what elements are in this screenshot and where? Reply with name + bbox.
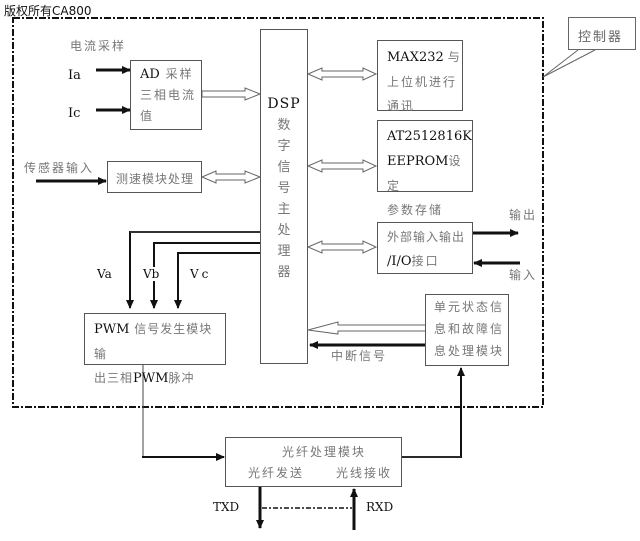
sensor-input-label: 传感器输入 xyxy=(24,161,95,175)
vc-line xyxy=(174,252,260,309)
status-fault-block: 单元状态信 息和故障信 息处理模块 xyxy=(425,294,509,366)
pwm-generator-block: PWM 信号发生模块输 出三相PWM脉冲 xyxy=(84,313,226,386)
eeprom-line2-en: EEPROM xyxy=(387,154,449,169)
status-line2: 息和故障信 xyxy=(434,322,505,336)
interrupt-signal-label: 中断信号 xyxy=(331,349,388,363)
dsp-title: DSP xyxy=(267,96,301,112)
dsp-char: 数 xyxy=(277,118,291,133)
io-interface-block: 外部输入输出 /I/O接口 xyxy=(377,222,473,274)
dsp-char: 字 xyxy=(277,139,291,154)
dsp-char: 理 xyxy=(277,244,291,259)
pwm-line2-cn-b: 脉冲 xyxy=(168,371,195,385)
speed-dsp-double-arrow xyxy=(200,170,262,184)
ad-line3: 值 xyxy=(140,109,155,123)
ad-sampling-block: AD 采样 三相电流 值 xyxy=(130,60,202,130)
ad-line2: 三相电流 xyxy=(140,88,197,102)
eeprom-line3: 参数存储 xyxy=(387,203,444,217)
copyright-label: 版权所有CA800 xyxy=(4,4,92,18)
dsp-char: 处 xyxy=(277,223,291,238)
dsp-io-double-arrow xyxy=(306,240,378,254)
speed-measure-block: 测速模块处理 xyxy=(107,161,202,193)
fiber-title: 光纤处理模块 xyxy=(282,445,367,459)
dsp-eeprom-double-arrow xyxy=(306,159,378,173)
dsp-processor-block: DSP 数 字 信 号 主 处 理 器 xyxy=(260,29,308,364)
eeprom-block: AT2512816K EEPROM设定 参数存储 xyxy=(377,120,473,217)
io-output-label: 输出 xyxy=(509,208,538,222)
dsp-char: 主 xyxy=(277,202,291,217)
rxd-label: RXD xyxy=(366,500,394,514)
status-to-dsp-arrow xyxy=(307,321,427,335)
txd-label: TXD xyxy=(213,500,240,514)
io-line2-en: /I/O xyxy=(387,254,412,269)
pwm-line1-cn: 信号发生模块输 xyxy=(94,322,213,361)
dsp-max232-double-arrow xyxy=(306,67,378,81)
ad-line1-en: AD xyxy=(140,67,160,82)
dsp-char: 号 xyxy=(277,181,291,196)
eeprom-line2-cn: 设定 xyxy=(387,154,463,193)
io-input-label: 输入 xyxy=(509,268,538,282)
va-label: Va xyxy=(97,267,112,281)
max232-line1-en: MAX232 xyxy=(387,50,444,65)
max232-line2: 上位机进行 xyxy=(387,75,458,89)
vb-line xyxy=(150,242,260,309)
ad-line1-cn: 采样 xyxy=(165,67,194,81)
fiber-receive-label: 光线接收 xyxy=(336,466,393,480)
dsp-text: DSP 数 字 信 号 主 处 理 器 xyxy=(261,94,307,283)
controller-callout-pointer xyxy=(542,49,596,78)
vc-label: Vc xyxy=(190,267,212,281)
status-line1: 单元状态信 xyxy=(434,300,505,314)
pwm-line2-en: PWM xyxy=(133,371,169,386)
status-line3: 息处理模块 xyxy=(434,344,505,358)
io-line2-cn: 接口 xyxy=(411,254,440,268)
ia-label: Ia xyxy=(68,68,81,83)
eeprom-line1: AT2512816K xyxy=(387,129,472,144)
ic-label: Ic xyxy=(68,106,81,121)
max232-line1-cn: 与 xyxy=(447,50,462,64)
controller-boundary xyxy=(12,17,544,408)
dsp-char: 器 xyxy=(277,265,291,280)
fiber-to-status-line xyxy=(402,367,465,458)
controller-callout: 控制器 xyxy=(568,17,636,50)
pwm-line1-en: PWM xyxy=(94,322,130,337)
fiber-processing-block: 光纤处理模块 光纤发送 光线接收 xyxy=(225,437,402,487)
speed-block-label: 测速模块处理 xyxy=(116,172,195,186)
fiber-send-label: 光纤发送 xyxy=(248,466,305,480)
pwm-line2-cn-a: 出三相 xyxy=(94,371,134,385)
current-sampling-label: 电流采样 xyxy=(70,39,127,53)
ad-to-dsp-arrow xyxy=(201,87,262,101)
io-line1: 外部输入输出 xyxy=(387,230,466,244)
max232-line3: 通讯 xyxy=(387,99,416,113)
dsp-char: 信 xyxy=(277,160,291,175)
vb-label: Vb xyxy=(143,267,160,281)
controller-label: 控制器 xyxy=(578,30,624,45)
